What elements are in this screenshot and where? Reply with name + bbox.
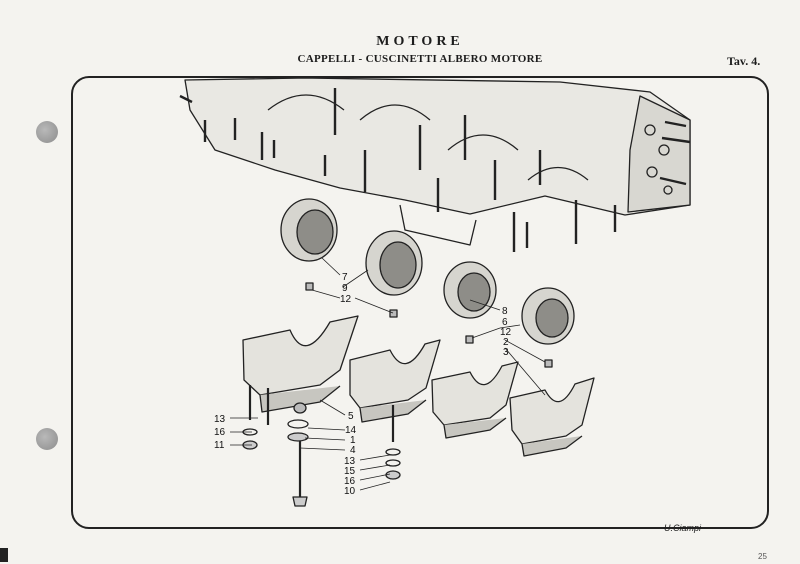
callout-12: 12 [500, 327, 512, 338]
leader-lines [230, 257, 546, 491]
punch-hole-top [36, 121, 58, 143]
callout-16: 16 [344, 476, 356, 487]
washers-nuts [242, 402, 401, 507]
callout-4: 4 [350, 445, 356, 456]
page-subtitle: CAPPELLI - CUSCINETTI ALBERO MOTORE [297, 53, 543, 65]
cap-bolts [248, 385, 395, 500]
plate-number: Tav. 4. [727, 54, 761, 68]
illustrator-signature: U.Ciampi [664, 523, 702, 533]
callout-7: 7 [342, 272, 348, 283]
punch-hole-bottom [36, 428, 58, 450]
callout-9: 9 [342, 283, 348, 294]
illustration-frame [71, 76, 769, 529]
callout-10: 10 [344, 486, 356, 497]
main-bearing-cap-4 [509, 377, 595, 457]
scan-edge-mark [0, 548, 8, 562]
main-bearing-cap-1 [242, 315, 359, 413]
callout-16: 16 [214, 427, 226, 438]
bearing-shell-3 [443, 261, 497, 319]
main-bearing-cap-2 [349, 339, 441, 423]
callout-2: 2 [503, 337, 509, 348]
page-title: MOTORE [376, 34, 464, 49]
callout-11: 11 [214, 440, 225, 451]
page-number: 25 [758, 552, 767, 561]
callout-5: 5 [348, 411, 354, 422]
dowel-pin [544, 359, 553, 368]
callout-13: 13 [214, 414, 226, 425]
bearing-shell-1 [280, 198, 338, 262]
callout-3: 3 [503, 347, 509, 358]
dowel-pin [465, 335, 474, 344]
bearing-shell-4 [521, 287, 575, 345]
callout-6: 6 [502, 317, 508, 328]
dowel-pin [305, 282, 314, 291]
callout-14: 14 [345, 425, 357, 436]
callout-1: 1 [350, 435, 356, 446]
main-bearing-cap-3 [431, 361, 519, 439]
bearing-shell-2 [365, 230, 423, 296]
callout-12: 12 [340, 294, 352, 305]
callout-13: 13 [344, 456, 356, 467]
callout-15: 15 [344, 466, 356, 477]
block-studs [179, 88, 691, 252]
dowel-pin [389, 309, 398, 318]
callout-labels: 7 9 12 8 6 12 2 3 13 16 11 5 14 1 4 13 1… [214, 272, 512, 497]
callout-8: 8 [502, 306, 508, 317]
